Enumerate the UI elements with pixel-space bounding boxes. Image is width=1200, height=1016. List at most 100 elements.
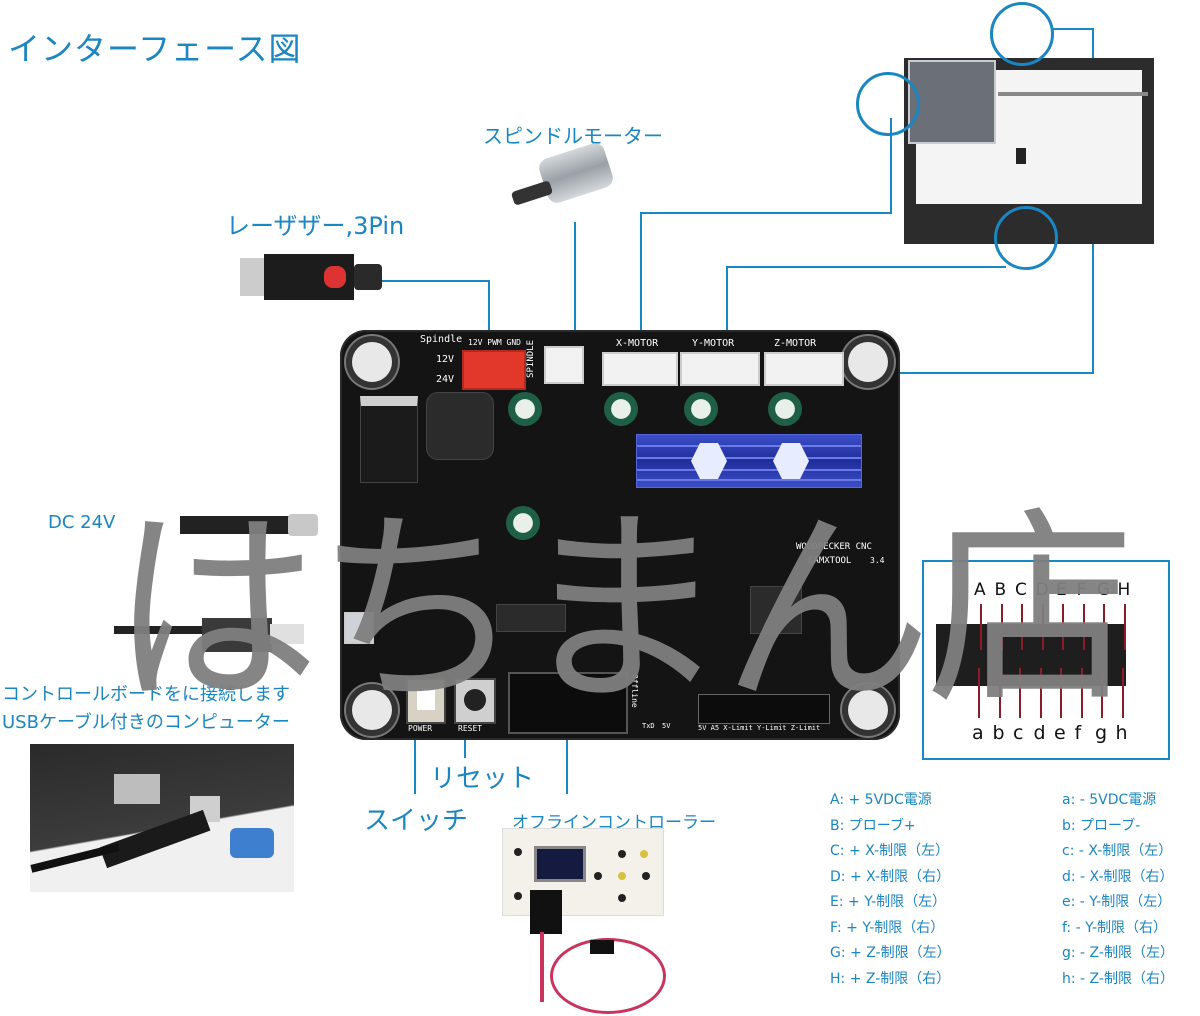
diagram-title: インターフェース図: [8, 30, 302, 68]
mounting-hole: [848, 690, 888, 730]
limit-switch-header[interactable]: [698, 694, 830, 724]
reset-line: [464, 738, 466, 758]
reset-callout-label: リセット: [430, 764, 535, 794]
offline-line: [566, 738, 568, 794]
y-motor-line: [726, 266, 1006, 268]
legend-item: B: プローブ+: [830, 817, 916, 834]
pin-arrow-down: [1039, 668, 1042, 718]
board-version: 3.4: [870, 556, 885, 565]
legend-item: b: プローブ-: [1062, 817, 1141, 834]
power-label: POWER: [408, 724, 433, 733]
capacitor: [768, 392, 802, 426]
pin-arrow-down: [1060, 668, 1062, 718]
pin-label-bottom: f: [1074, 722, 1082, 744]
pin-label-bottom: d: [1033, 722, 1046, 744]
laser-line: [330, 280, 490, 282]
pin-label-top: E: [1056, 580, 1067, 600]
legend-item: d: - X-制限（右）: [1062, 868, 1174, 885]
mounting-hole: [352, 342, 392, 382]
spindle-connector[interactable]: [544, 346, 584, 384]
pin-arrow-up: [1123, 604, 1126, 650]
y-motor-label: Y-MOTOR: [692, 338, 735, 349]
x-motor-connector[interactable]: [602, 352, 678, 386]
pin-arrow-down: [998, 668, 1001, 718]
z-motor-connector[interactable]: [764, 352, 844, 386]
legend-item: e: - Y-制限（左）: [1062, 894, 1172, 910]
x-motor-line: [890, 118, 892, 214]
x-motor-label: X-MOTOR: [616, 338, 659, 349]
legend-item: g: - Z-制限（左）: [1062, 945, 1174, 961]
pin-label-top: D: [1035, 580, 1049, 600]
pin-label-top: G: [1097, 580, 1111, 600]
capacitor: [684, 392, 718, 426]
reset-button[interactable]: [454, 678, 496, 724]
watermark: はちまん店: [110, 488, 1136, 733]
voltage-regulator: [360, 396, 418, 483]
mounting-hole: [848, 342, 888, 382]
pin-label-bottom: c: [1013, 722, 1024, 744]
offline-controller-image: [494, 828, 674, 1016]
legend-item: C: + X-制限（左）: [830, 843, 950, 859]
legend-positive: A: + 5VDC電源 B: プローブ+ C: + X-制限（左） D: + X…: [830, 788, 951, 992]
capacitor: [506, 506, 540, 540]
usb-port[interactable]: [344, 612, 374, 644]
legend-item: c: - X-制限（左）: [1062, 843, 1173, 859]
legend-item: D: + X-制限（右）: [830, 868, 951, 885]
dc-power-cable: [180, 504, 340, 544]
legend-negative: a: - 5VDC電源 b: プローブ- c: - X-制限（左） d: - X…: [1062, 788, 1174, 992]
spindle-jumper-label: 24V: [436, 374, 455, 385]
x-motor-line: [640, 212, 642, 360]
spindle-connector-label: SPINDLE: [526, 340, 536, 378]
x-motor-highlight: [856, 72, 920, 136]
pin-label-bottom: e: [1054, 722, 1066, 744]
y-motor-connector[interactable]: [680, 352, 760, 386]
pin-label-top: C: [1015, 580, 1027, 600]
capacitor: [508, 392, 542, 426]
usb-computer-label-line2: USBケーブル付きのコンピューター: [2, 712, 290, 733]
spindle-line: [574, 222, 576, 348]
limit-header-label: 5V A5 X-Limit Y-Limit Z-Limit: [698, 724, 821, 732]
offline-header-label: Offline: [630, 674, 639, 708]
switch-line: [414, 738, 416, 794]
pin-arrow-down: [1101, 668, 1103, 718]
inductor: [426, 392, 494, 460]
pin-arrow-up: [1082, 604, 1085, 650]
z-motor-highlight: [990, 2, 1054, 66]
pin-arrow-down: [1019, 668, 1021, 718]
switch-callout-label: スイッチ: [364, 806, 469, 836]
laser-line: [488, 280, 490, 348]
control-board: Spindle 12V 24V 12V PWM GND SPINDLE X-MO…: [340, 330, 900, 740]
pin-arrow-up: [1062, 604, 1064, 650]
z-motor-line: [848, 372, 1094, 374]
reset-label: RESET: [458, 724, 483, 733]
laser-pin-label: 12V PWM GND: [468, 338, 521, 347]
x-motor-line: [640, 212, 892, 214]
capacitor: [604, 392, 638, 426]
spindle-jumper-label: Spindle: [420, 334, 463, 345]
laser-connector[interactable]: [462, 350, 526, 390]
pin-arrow-down: [1121, 668, 1124, 718]
spindle-jumper-label: 12V: [436, 354, 455, 365]
pin-label-bottom: a: [972, 722, 984, 744]
pin-label-top: F: [1076, 580, 1087, 600]
limit-pin-header-photo: [936, 624, 1126, 686]
legend-item: H: + Z-制限（右）: [830, 970, 951, 987]
z-motor-label: Z-MOTOR: [774, 338, 817, 349]
pin-arrow-up: [1000, 604, 1003, 650]
stepper-driver-heatsink: [636, 434, 862, 488]
laser-label: レーザザー,3Pin: [226, 212, 405, 240]
power-switch[interactable]: [406, 678, 446, 724]
pin-arrow-up: [1021, 604, 1023, 650]
legend-item: a: - 5VDC電源: [1062, 792, 1157, 808]
y-motor-line: [726, 266, 728, 376]
board-brand-sub: CAMXTOOL: [808, 556, 852, 566]
usb-chip: [496, 604, 566, 632]
offline-header[interactable]: [508, 672, 628, 734]
micro-usb-cable: [114, 618, 314, 658]
led-label: 5V: [662, 722, 671, 730]
pin-arrow-down: [1080, 668, 1083, 718]
pin-label-bottom: g: [1095, 722, 1108, 744]
mounting-hole: [352, 690, 392, 730]
legend-item: A: + 5VDC電源: [830, 792, 932, 808]
led-label: TxD: [642, 722, 655, 730]
